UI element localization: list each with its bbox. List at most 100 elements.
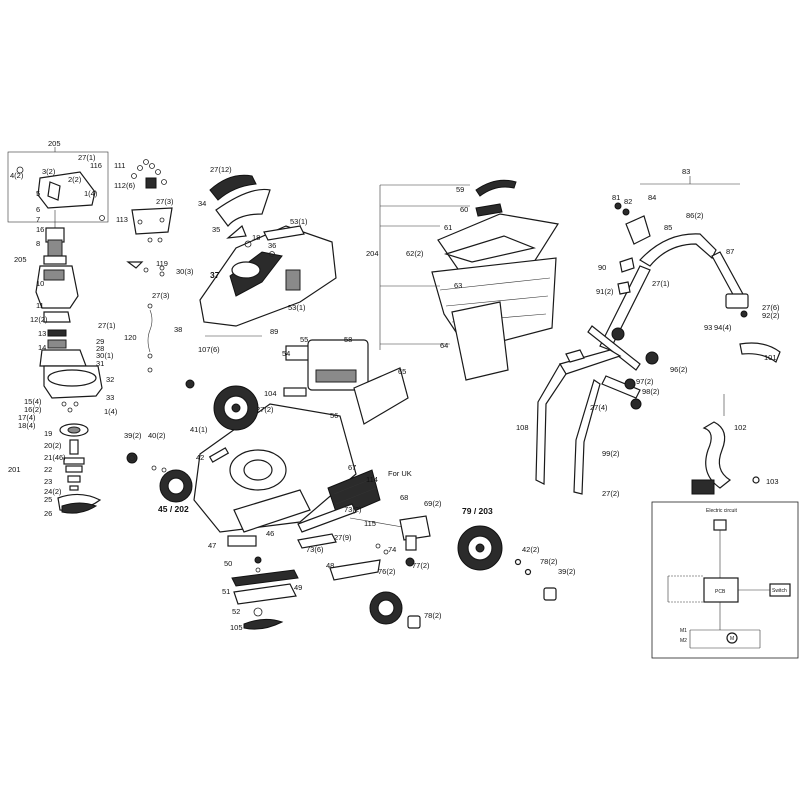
callout-73-2: 73(2) [344,505,362,514]
callout-29: 29 [96,337,104,346]
callout-26: 26 [44,509,52,518]
callout-18-4: 18(4) [18,421,36,430]
pcb-label: PCB [715,589,726,595]
callout-21-46: 21(46) [44,453,66,462]
callout-205b: 205 [14,255,27,264]
callout-27-3: 27(3) [156,197,174,206]
circuit-title: Electric circuit [706,508,737,514]
callout-114: 114 [366,475,378,484]
callout-83: 83 [682,167,690,176]
motor-assembly [7,147,109,514]
callout-78-2b: 78(2) [424,611,442,620]
motor-callouts: 205 27(1) 116 4(2) 3(2) 2(2) 5 1(4) 6 7 … [8,139,118,518]
wheel-front-right [457,525,503,571]
callout-10: 10 [36,279,44,288]
callout-22: 22 [44,465,52,474]
callout-34: 34 [198,199,206,208]
callout-101: 101 [764,353,777,362]
callout-1-4b: 1(4) [104,407,118,416]
callout-92-2: 92(2) [762,311,780,320]
callout-39-2: 39(2) [124,431,142,440]
callout-55: 55 [300,335,308,344]
callout-108: 108 [516,423,529,432]
fastener-cluster [126,159,173,373]
callout-13: 13 [38,329,46,338]
callout-27-6: 27(6) [762,303,780,312]
callout-17-4: 17(4) [18,413,36,422]
callout-15-4: 15(4) [24,397,42,406]
callout-98-2: 98(2) [642,387,660,396]
callout-85: 85 [664,223,672,232]
callout-74: 74 [388,545,396,554]
callout-201: 201 [8,465,21,474]
callout-107-6: 107(6) [198,345,220,354]
callout-76-2: 76(2) [378,567,396,576]
callout-46: 46 [266,529,274,538]
callout-20-2: 20(2) [44,441,62,450]
callout-91-2: 91(2) [596,287,614,296]
callout-77-2: 77(2) [412,561,430,570]
callout-115: 115 [364,519,376,528]
callout-63: 63 [454,281,462,290]
callout-8: 8 [36,239,40,248]
callout-56: 56 [330,411,338,420]
callout-27-1b: 27(1) [98,321,116,330]
callout-27-4: 27(4) [590,403,608,412]
callout-35: 35 [212,225,220,234]
callout-93: 93 [704,323,712,332]
callout-30-3: 30(3) [176,267,194,276]
callout-62-2: 62(2) [406,249,424,258]
callout-59: 59 [456,185,464,194]
callout-27-12: 27(12) [210,165,232,174]
callout-89: 89 [270,327,278,336]
callout-30-1: 30(1) [96,351,114,360]
deck-group [126,339,409,533]
callout-54: 54 [282,349,290,358]
callout-47: 47 [208,541,216,550]
callout-16: 16 [36,225,44,234]
circuit-left-label-m2: M2 [680,638,687,644]
callout-204: 204 [366,249,379,258]
callout-58: 58 [344,335,352,344]
callout-19: 19 [44,429,52,438]
callout-105: 105 [230,623,243,632]
callout-119: 119 [156,259,168,268]
grass-bag-group [379,179,559,381]
callout-61: 61 [444,223,452,232]
callout-27-3b: 27(3) [152,291,170,300]
callout-6: 6 [36,205,40,214]
motor-symbol [726,632,738,644]
callout-69-2: 69(2) [424,499,442,508]
callout-68: 68 [400,493,408,502]
callout-97-2: 97(2) [636,377,654,386]
callout-205: 205 [48,139,61,148]
callout-24-2: 24(2) [44,487,62,496]
callout-27-1: 27(1) [78,153,96,162]
callout-53-1: 53(1) [290,217,308,226]
grass-bag-callouts: 59 60 61 204 62(2) 63 64 [366,185,468,350]
callout-45-202: 45 / 202 [158,504,189,514]
callout-104: 104 [264,389,277,398]
callout-27-9: 27(9) [334,533,352,542]
electric-circuit-panel: Electric circuit PCB Switch M M1 M2 [651,501,799,659]
callout-42-2: 42(2) [522,545,540,554]
callout-5: 5 [36,189,40,198]
callout-11: 11 [36,301,44,310]
callout-102: 102 [734,423,747,432]
wheel-front-left [159,469,193,503]
callout-36: 36 [268,241,276,250]
circuit-left-label-m1: M1 [680,628,687,634]
callout-65: 65 [398,367,406,376]
callout-78-2: 78(2) [540,557,558,566]
callout-87: 87 [726,247,734,256]
callout-50: 50 [224,559,232,568]
roller-callouts: 67 114 For UK 68 69(2) 73(2) 115 79 / 20… [208,463,576,632]
callout-39-2b: 39(2) [558,567,576,576]
top-cover-group [199,174,337,337]
callout-79-203: 79 / 203 [462,506,493,516]
callout-52: 52 [232,607,240,616]
callout-12-2: 12(2) [30,315,48,324]
callout-49: 49 [294,583,302,592]
callout-94-4: 94(4) [714,323,732,332]
